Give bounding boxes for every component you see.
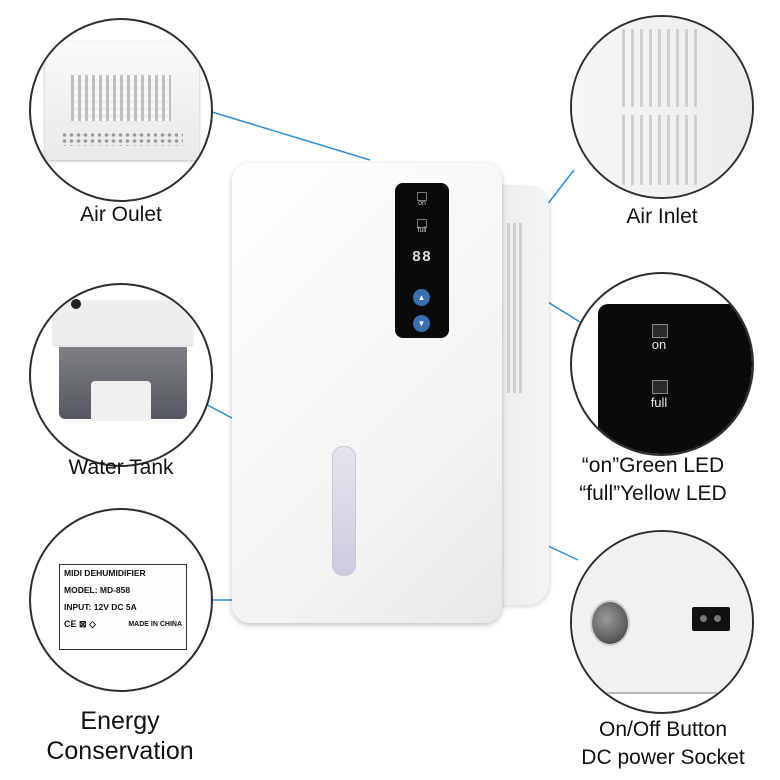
full-led-icon	[652, 380, 668, 394]
on-led-icon	[652, 324, 668, 338]
device-full-led-icon	[417, 219, 427, 228]
energy-label-line2: Conservation	[46, 737, 194, 765]
led-panel-closeup	[598, 304, 752, 454]
device-control-panel: on full 88 ▲ ▼	[395, 183, 449, 338]
dc-power-socket	[692, 607, 730, 631]
certification-icons: CE ⊠ ◇	[64, 619, 96, 629]
device-front-face	[232, 163, 502, 623]
led-indicator-label: “on”Green LED “full”Yellow LED	[548, 452, 758, 508]
inlet-grille-upper	[622, 29, 697, 107]
air-inlet-circle	[570, 15, 754, 199]
led-label-line1: “on”Green LED	[581, 454, 725, 477]
nameplate-model: MODEL: MD-858	[64, 585, 131, 595]
bottom-vent-grille	[61, 132, 183, 146]
led-panel-circle: on full	[570, 272, 754, 456]
energy-label-line1: Energy	[80, 707, 160, 735]
device-on-label: on	[418, 200, 426, 207]
humidity-display: 88	[411, 249, 432, 266]
tank-front-notch	[91, 381, 151, 421]
top-vent-grille	[71, 75, 171, 121]
nameplate-input: INPUT: 12V DC 5A	[64, 602, 137, 612]
full-led-label: full	[650, 395, 668, 410]
power-label-line2: DC power Socket	[581, 746, 745, 769]
device-on-led-icon	[417, 192, 427, 201]
tank-handle-dot	[71, 299, 81, 309]
water-level-window	[332, 446, 356, 576]
device-full-label: full	[417, 227, 427, 234]
inlet-grille-lower	[622, 115, 697, 185]
dehumidifier-device: on full 88 ▲ ▼	[232, 163, 552, 623]
energy-conservation-label: Energy Conservation	[10, 706, 230, 766]
power-label-line1: On/Off Button	[598, 718, 728, 741]
on-led-label: on	[651, 337, 667, 352]
side-air-inlet-grille	[507, 223, 525, 393]
made-in-label: MADE IN CHINA	[128, 621, 182, 628]
power-button-circle	[570, 530, 754, 714]
led-label-line2: “full”Yellow LED	[579, 482, 727, 505]
water-tank-circle	[29, 283, 213, 467]
nameplate-label: MIDI DEHUMIDIFIER MODEL: MD-858 INPUT: 1…	[59, 564, 187, 650]
air-outlet-circle	[29, 18, 213, 202]
air-inlet-label: Air Inlet	[626, 205, 698, 228]
nameplate-circle: MIDI DEHUMIDIFIER MODEL: MD-858 INPUT: 1…	[29, 508, 213, 692]
up-button[interactable]: ▲	[413, 289, 430, 306]
nameplate-title: MIDI DEHUMIDIFIER	[64, 568, 146, 578]
air-outlet-label: Air Oulet	[80, 203, 162, 226]
power-button-label: On/Off Button DC power Socket	[556, 716, 770, 772]
down-button[interactable]: ▼	[413, 315, 430, 332]
water-tank-label: Water Tank	[68, 456, 174, 479]
on-off-rocker-switch[interactable]	[590, 600, 630, 646]
